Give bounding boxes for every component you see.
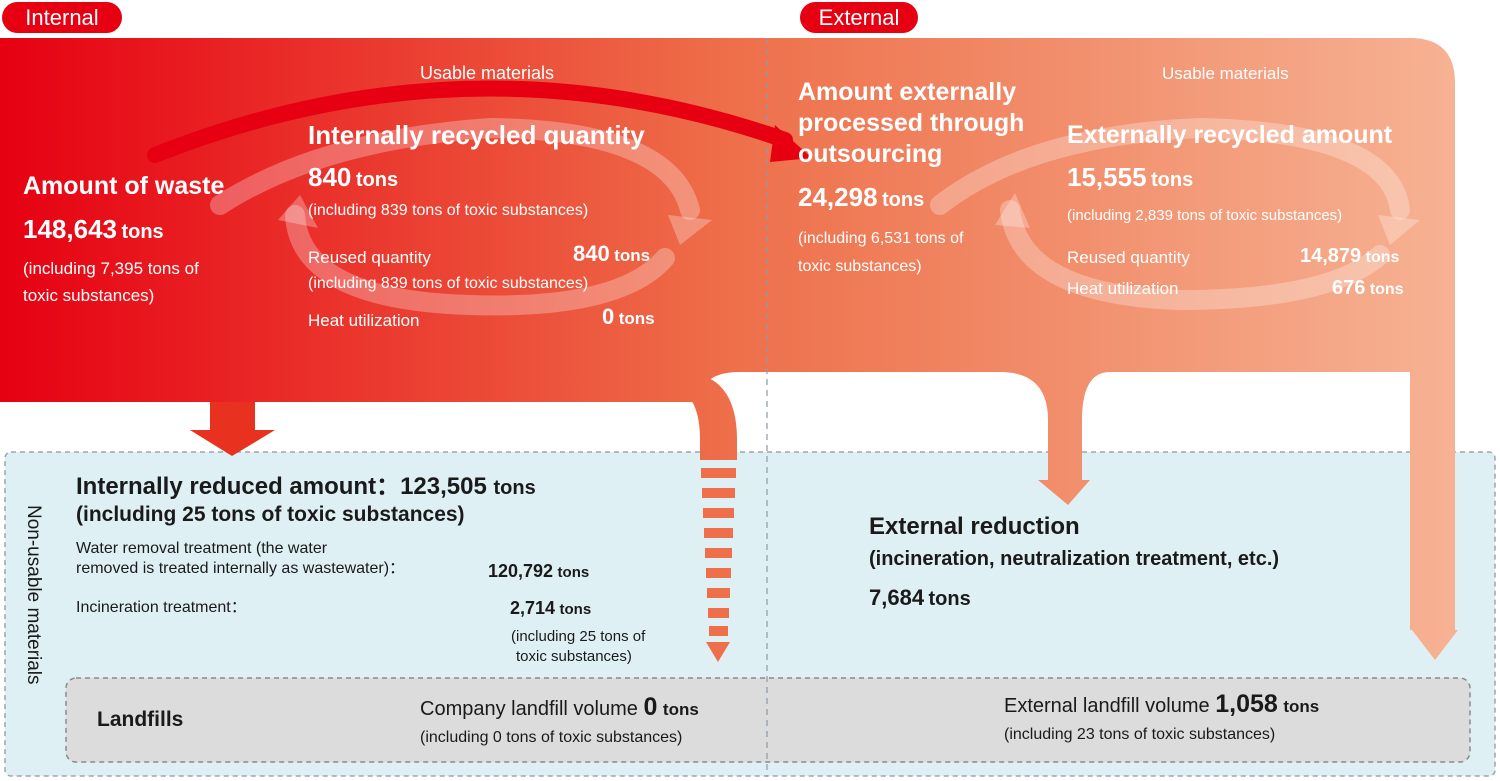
external-recycled-note: (including 2,839 tons of toxic substance… (1067, 207, 1343, 224)
external-reused-label: Reused quantity (1067, 248, 1190, 267)
external-landfill-note: (including 23 tons of toxic substances) (1004, 726, 1276, 743)
landfill-box (65, 677, 1471, 763)
external-heat-value: 676 tons (1332, 277, 1404, 299)
external-badge: External (800, 2, 918, 33)
internal-heat-value: 0 tons (602, 304, 655, 329)
internal-heat-label: Heat utilization (308, 311, 420, 330)
internal-reused-value: 840 tons (573, 241, 651, 266)
water-removal-value: 120,792 tons (488, 561, 590, 581)
recycle-loop-internal (210, 117, 700, 316)
external-recycled-amount: 15,555 tons (1067, 162, 1194, 192)
recycle-loop-external (930, 117, 1410, 311)
usable-materials-label-external: Usable materials (1162, 64, 1289, 83)
external-reduction-title: External reduction (869, 513, 1080, 540)
internal-reduced-title: Internally reduced amount：123,505 tons (76, 473, 536, 500)
usable-band (0, 38, 1455, 402)
flow-arm-external-landfill (1410, 372, 1458, 660)
outsourced-amount: 24,298 tons (798, 182, 925, 212)
internal-recycled-note: (including 839 tons of toxic substances) (308, 202, 589, 219)
waste-amount: 148,643 tons (23, 214, 164, 244)
non-usable-materials-label: Non-usable materials (23, 505, 44, 685)
external-reduction-subtitle: (incineration, neutralization treatment,… (869, 548, 1280, 570)
incineration-label: Incineration treatment： (76, 599, 247, 616)
external-reduction-amount: 7,684 tons (869, 585, 971, 610)
landfills-title: Landfills (97, 708, 184, 731)
external-reused-value: 14,879 tons (1300, 245, 1400, 267)
incineration-value: 2,714 tons (510, 598, 592, 618)
waste-title: Amount of waste (23, 172, 225, 200)
company-landfill-note: (including 0 tons of toxic substances) (420, 729, 683, 746)
internal-reused-note: (including 839 tons of toxic substances) (308, 275, 589, 292)
internal-reused-label: Reused quantity (308, 248, 431, 267)
internal-recycled-amount: 840 tons (308, 162, 399, 192)
down-arrow-internal-reduced (190, 402, 275, 456)
external-heat-label: Heat utilization (1067, 279, 1179, 298)
company-landfill-volume: Company landfill volume 0 tons (420, 693, 699, 721)
internal-badge: Internal (2, 2, 122, 33)
usable-materials-arrow (147, 80, 793, 163)
dashed-arrow-to-landfill (701, 468, 736, 662)
external-landfill-volume: External landfill volume 1,058 tons (1004, 690, 1320, 718)
internal-reduced-note: (including 25 tons of toxic substances) (76, 503, 465, 526)
flow-arm-internal (680, 372, 737, 460)
flow-arm-external-reduction (1000, 372, 1110, 505)
internal-recycled-title: Internally recycled quantity (308, 120, 645, 150)
external-recycled-title: Externally recycled amount (1067, 121, 1393, 149)
usable-materials-label: Usable materials (420, 63, 555, 83)
